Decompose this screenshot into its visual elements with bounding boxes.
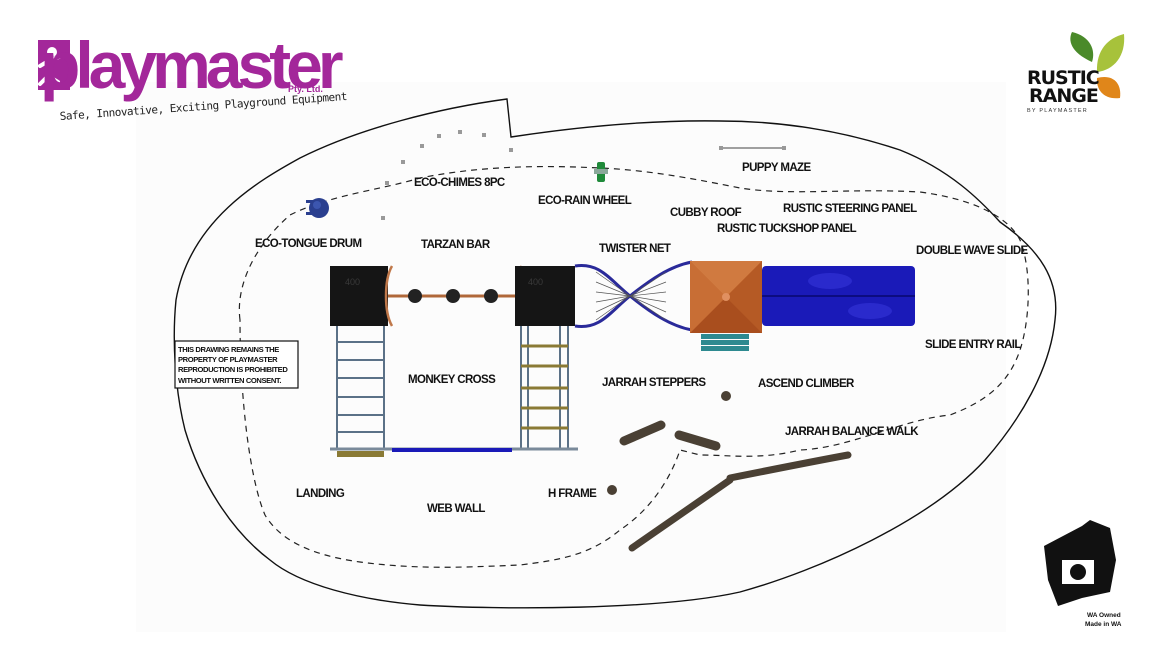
- wa-badge-line2: Made in WA: [1085, 621, 1122, 628]
- brand-suffix: Pty. Ltd.: [288, 84, 323, 94]
- label-jarrah-balance-walk: JARRAH BALANCE WALK: [785, 426, 919, 438]
- range-logo-byline: BY PLAYMASTER: [1027, 108, 1088, 114]
- brand-name: playmaster: [40, 28, 343, 102]
- label-tarzan-bar: TARZAN BAR: [421, 239, 491, 251]
- ascend-climber-post: [721, 391, 731, 401]
- label-eco-chimes: ECO-CHIMES 8PC: [414, 177, 505, 189]
- wa-sun-icon: [1070, 564, 1086, 580]
- label-rustic-tuckshop-panel: RUSTIC TUCKSHOP PANEL: [717, 223, 857, 235]
- right-tower: 400: [515, 266, 575, 449]
- left-ladder: [336, 326, 385, 449]
- label-jarrah-steppers: JARRAH STEPPERS: [602, 377, 706, 389]
- label-ascend-climber: ASCEND CLIMBER: [758, 378, 855, 390]
- wa-badge-line1: WA Owned: [1087, 612, 1121, 619]
- range-logo-line1: RUSTIC: [1027, 67, 1099, 89]
- right-climber: [520, 326, 569, 449]
- leaf-dark-green-icon: [1070, 32, 1094, 62]
- cubby-roof: [690, 261, 762, 333]
- label-eco-rain-wheel: ECO-RAIN WHEEL: [538, 195, 632, 207]
- playmaster-figure-icon: [38, 40, 70, 90]
- rustic-range-logo: RUSTIC RANGE BY PLAYMASTER: [1027, 32, 1125, 114]
- right-deck: [515, 266, 575, 326]
- label-rustic-steering-panel: RUSTIC STEERING PANEL: [783, 203, 917, 215]
- leaf-orange-icon: [1096, 76, 1121, 99]
- label-twister-net: TWISTER NET: [599, 243, 671, 255]
- disclaimer-line-3: REPRODUCTION IS PROHIBITED: [178, 365, 288, 374]
- eco-tongue-drum: [306, 198, 329, 218]
- double-wave-slide: [762, 266, 915, 326]
- left-deck: [330, 266, 388, 326]
- twister-net: [574, 260, 693, 332]
- cubby-steps: [701, 334, 749, 351]
- label-puppy-maze: PUPPY MAZE: [742, 162, 811, 174]
- label-h-frame: H FRAME: [548, 488, 597, 500]
- wa-owned-badge: WA Owned Made in WA: [1044, 520, 1122, 628]
- jarrah-balance-walk: [628, 451, 852, 552]
- right-deck-height: 400: [528, 277, 543, 287]
- label-web-wall: WEB WALL: [427, 503, 485, 515]
- label-slide-entry-rail: SLIDE ENTRY RAIL: [925, 339, 1021, 351]
- disclaimer-box: THIS DRAWING REMAINS THE PROPERTY OF PLA…: [174, 340, 299, 389]
- component-labels: ECO-CHIMES 8PC ECO-RAIN WHEEL PUPPY MAZE…: [255, 162, 1029, 515]
- label-landing: LANDING: [296, 488, 345, 500]
- disclaimer-line-4: WITHOUT WRITTEN CONSENT.: [178, 376, 281, 385]
- eco-rain-wheel: [594, 162, 608, 182]
- eco-chimes: [381, 130, 513, 220]
- label-double-wave-slide: DOUBLE WAVE SLIDE: [916, 245, 1029, 257]
- left-tower: 400: [330, 266, 388, 457]
- range-logo-line2: RANGE: [1029, 85, 1098, 107]
- puppy-maze: [719, 146, 786, 150]
- label-eco-tongue-drum: ECO-TONGUE DRUM: [255, 238, 361, 250]
- landing-step: [337, 451, 384, 457]
- leaf-light-green-icon: [1096, 34, 1125, 72]
- label-monkey-cross: MONKEY CROSS: [408, 374, 496, 386]
- disclaimer-line-2: PROPERTY OF PLAYMASTER: [178, 355, 278, 364]
- left-deck-height: 400: [345, 277, 360, 287]
- disclaimer-line-1: THIS DRAWING REMAINS THE: [178, 345, 279, 354]
- h-frame-post: [607, 485, 617, 495]
- site-boundary: [173, 98, 1057, 609]
- jarrah-steppers: [619, 420, 721, 451]
- label-cubby-roof: CUBBY ROOF: [670, 207, 742, 219]
